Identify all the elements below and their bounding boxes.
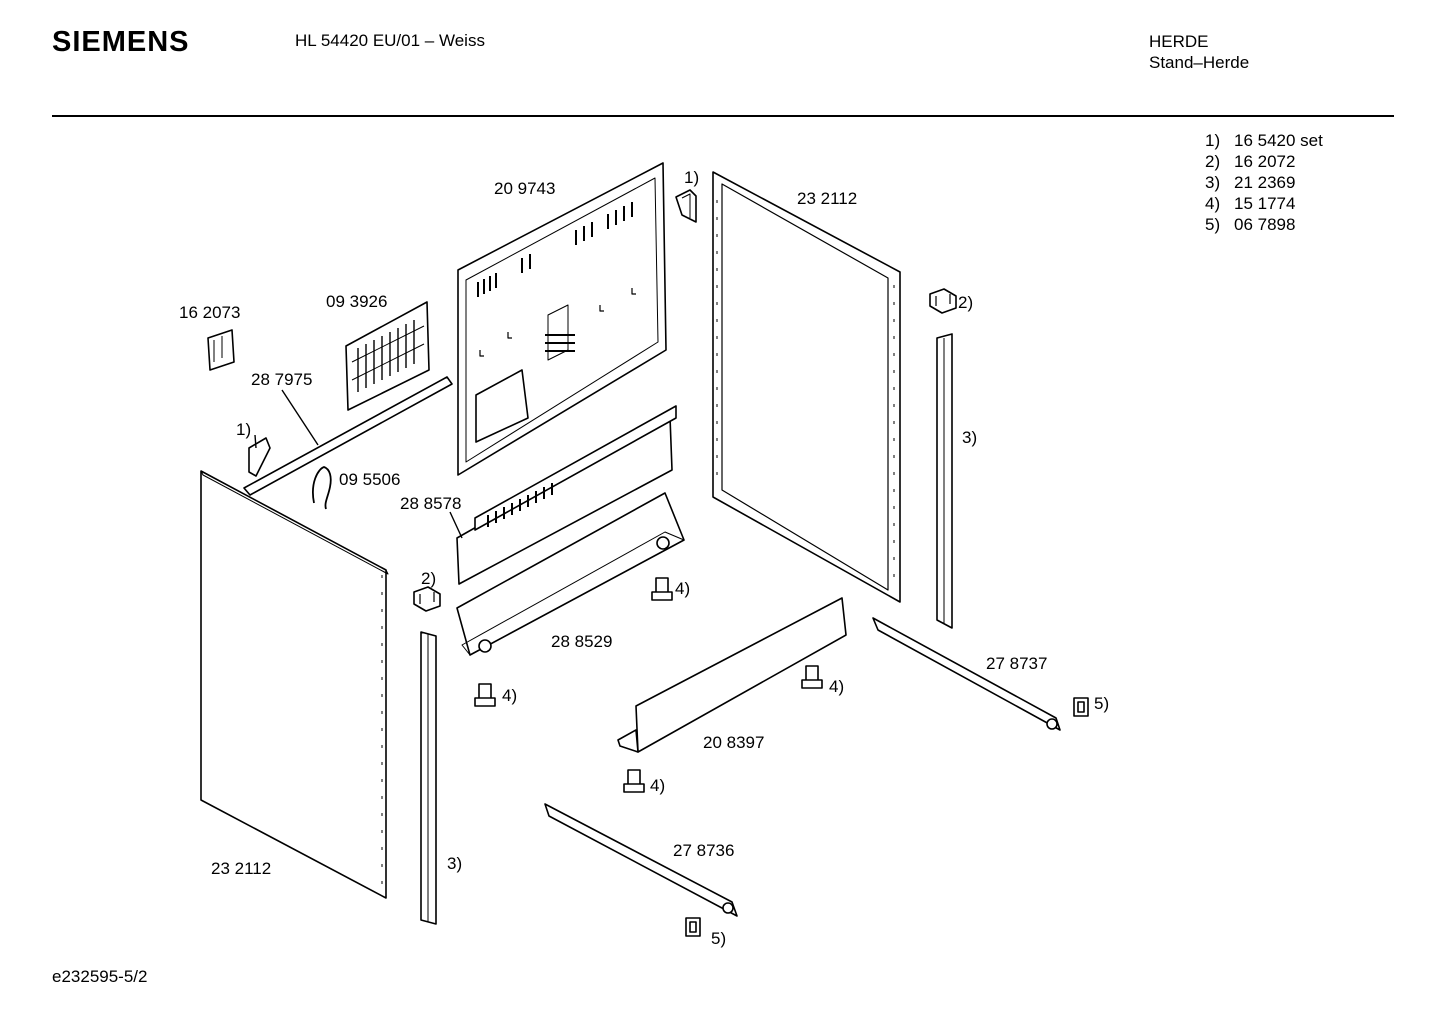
parts-legend: 1)16 5420 set 2)16 2072 3)21 2369 4)15 1… <box>1205 130 1323 235</box>
callout-screw-c: 4) <box>829 677 844 696</box>
wire-hook <box>312 466 332 510</box>
label-front-bracket: 28 8578 <box>400 494 461 513</box>
callout-strip-left: 3) <box>447 854 462 873</box>
clip-left <box>207 329 235 371</box>
category-label: HERDE <box>1149 32 1209 51</box>
callout-cap-bottom: 5) <box>711 929 726 948</box>
label-vent-grille: 09 3926 <box>326 292 387 311</box>
header-divider <box>52 115 1394 117</box>
bottom-tray <box>456 492 685 656</box>
callout-clip-left: 2) <box>421 569 436 588</box>
label-top-rail: 28 7975 <box>251 370 312 389</box>
category-block: HERDE Stand–Herde <box>1149 31 1249 73</box>
strip-left <box>420 631 437 925</box>
label-back-panel: 20 9743 <box>494 179 555 198</box>
left-side-panel <box>200 470 389 899</box>
legend-item: 2)16 2072 <box>1205 152 1296 171</box>
front-bracket <box>456 405 677 585</box>
label-right-side-frame: 23 2112 <box>797 189 857 208</box>
strip-right <box>936 333 953 629</box>
right-side-frame <box>712 171 901 603</box>
callout-screw-b: 4) <box>502 686 517 705</box>
rail-front <box>544 803 738 917</box>
label-clip-left: 16 2073 <box>179 303 240 322</box>
screw-icon <box>651 577 673 601</box>
model-title: HL 54420 EU/01 – Weiss <box>295 31 485 50</box>
label-rail-front: 27 8736 <box>673 841 734 860</box>
subcategory-label: Stand–Herde <box>1149 53 1250 72</box>
clip-right <box>929 288 957 314</box>
kick-plate <box>617 597 847 753</box>
callout-screw-d: 4) <box>650 776 665 795</box>
bracket-top <box>675 189 697 223</box>
screw-icon <box>623 769 645 793</box>
top-rail <box>243 376 453 496</box>
rail-right <box>872 617 1061 731</box>
label-left-side-panel: 23 2112 <box>211 859 271 878</box>
callout-clip-right: 2) <box>958 293 973 312</box>
label-wire-hook: 09 5506 <box>339 470 400 489</box>
legend-item: 1)16 5420 set <box>1205 131 1323 150</box>
callout-screw-a: 4) <box>675 579 690 598</box>
label-bottom-tray: 28 8529 <box>551 632 612 651</box>
legend-item: 4)15 1774 <box>1205 194 1296 213</box>
callout-bracket-top: 1) <box>684 168 699 187</box>
brand-logo: SIEMENS <box>52 26 190 58</box>
legend-item: 5)06 7898 <box>1205 215 1296 234</box>
callout-bracket-left: 1) <box>236 420 251 439</box>
callout-cap-right: 5) <box>1094 694 1109 713</box>
vent-grille <box>345 301 430 411</box>
screw-icon <box>474 683 496 707</box>
label-kick-plate: 20 8397 <box>703 733 764 752</box>
legend-item: 3)21 2369 <box>1205 173 1296 192</box>
drawing-code: e232595-5/2 <box>52 967 148 986</box>
leader-lines <box>254 389 463 539</box>
back-panel <box>457 162 667 476</box>
clip-left-small <box>413 586 441 612</box>
screw-icon <box>801 665 823 689</box>
label-rail-right: 27 8737 <box>986 654 1047 673</box>
cap-icon <box>1073 697 1089 717</box>
bracket-left <box>248 437 271 477</box>
cap-icon <box>685 917 701 937</box>
callout-strip-right: 3) <box>962 428 977 447</box>
